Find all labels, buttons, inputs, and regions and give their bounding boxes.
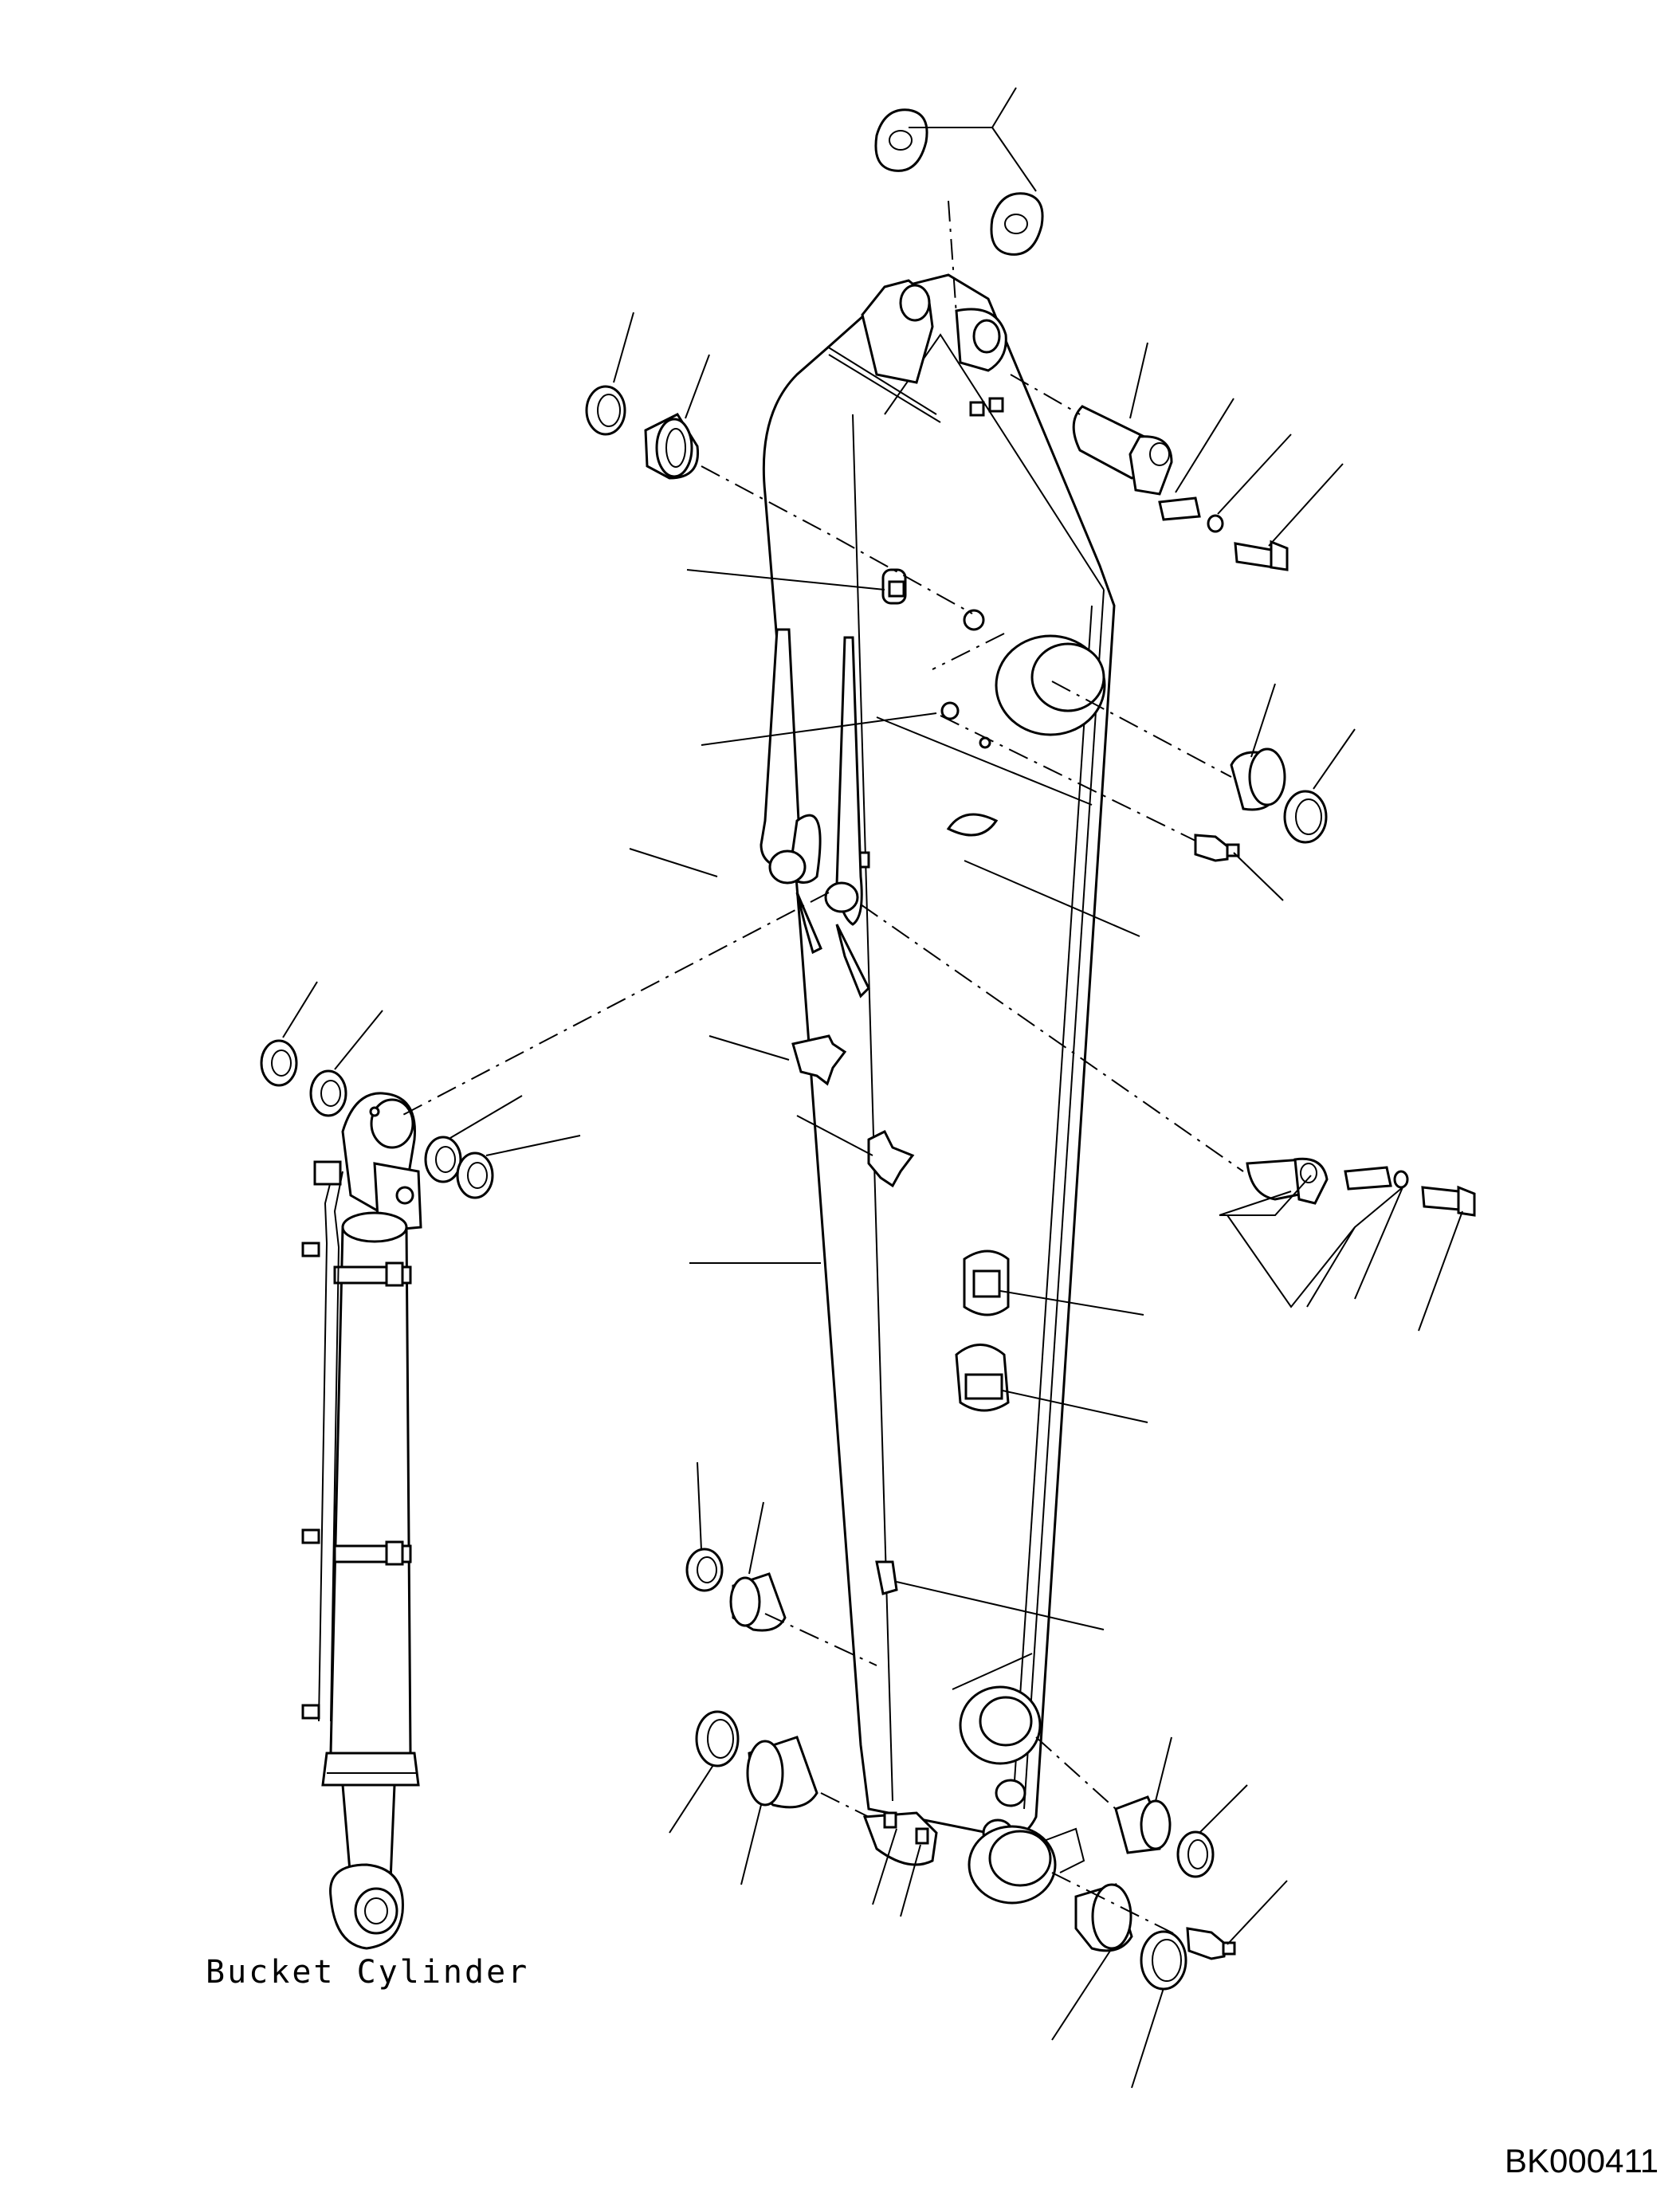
arm-mid-plates <box>791 1034 1010 1595</box>
grease-fitting-bottom-right <box>1186 1927 1236 1960</box>
bushing-seal-lower-right <box>1074 1795 1215 1991</box>
arm-boss-upper <box>995 634 1106 736</box>
pin-assembly-top-right <box>1072 405 1289 571</box>
pin-assembly-middle-right <box>1246 1157 1476 1217</box>
drawing-code: BK000411 <box>1505 2142 1659 2179</box>
shim-pair-top <box>874 108 1044 256</box>
bucket-link <box>760 628 870 998</box>
washer-set-left <box>260 1039 494 1199</box>
bucket-cylinder <box>301 1092 422 1950</box>
bushing-seal-lower-left <box>685 1548 818 1809</box>
arm-top-bracket <box>861 279 1007 384</box>
grease-fitting-right <box>1194 834 1240 862</box>
leader-lines <box>282 87 1463 2089</box>
arm-boss-lower <box>862 1685 1085 1905</box>
bushing-seal-right-upper <box>1230 747 1328 844</box>
seal-bushing-top-left <box>585 385 700 480</box>
center-lines <box>398 200 1244 1937</box>
bucket-cylinder-caption: Bucket Cylinder <box>206 1954 530 1991</box>
